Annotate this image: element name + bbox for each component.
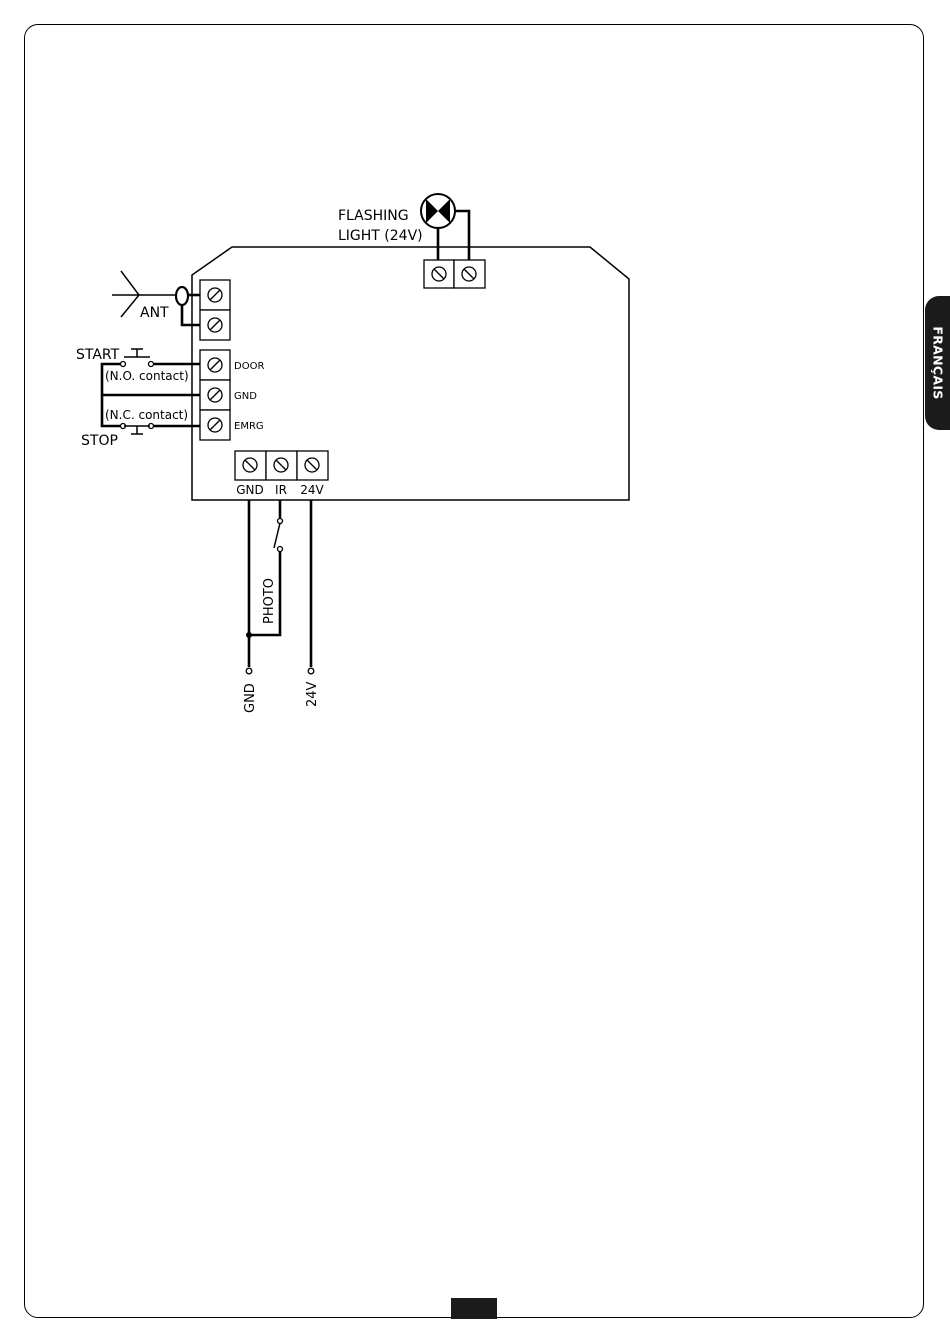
out-24v-label: 24V [305, 681, 320, 707]
photo-contact-icon [274, 519, 283, 552]
page-number-box [451, 1298, 497, 1319]
terminal-block-top [424, 260, 485, 288]
no-contact-label: (N.O. contact) [105, 369, 189, 383]
nc-contact-label: (N.C. contact) [105, 408, 188, 422]
photo-label: PHOTO [262, 578, 277, 624]
flashing-light-label-line1: FLASHING [338, 208, 409, 224]
terminal-24v-label: 24V [300, 483, 324, 497]
terminal-emrg-label: EMRG [234, 421, 264, 432]
start-button-icon [121, 349, 154, 367]
terminal-gnd-bottom-label: GND [236, 483, 264, 497]
antenna-label: ANT [140, 305, 169, 321]
start-label: START [76, 347, 120, 363]
flashing-light-label-line2: LIGHT (24V) [338, 228, 423, 244]
flashing-light-wire-right [455, 211, 469, 260]
out-gnd-label: GND [243, 683, 258, 713]
terminal-gnd-side-label: GND [234, 391, 257, 402]
terminal-block-antenna [200, 280, 230, 340]
terminal-door-label: DOOR [234, 361, 264, 372]
terminal-ir-label: IR [275, 483, 287, 497]
gnd-junction-dot [246, 632, 252, 638]
gnd-output-terminal [246, 668, 252, 674]
terminal-block-bottom [235, 451, 328, 480]
terminal-block-side [200, 350, 230, 440]
24v-output-terminal [308, 668, 314, 674]
flashing-light-lamp-icon [421, 194, 455, 228]
antenna-wire-bottom [182, 305, 200, 325]
stop-button-icon [121, 424, 154, 435]
stop-label: STOP [81, 433, 118, 449]
